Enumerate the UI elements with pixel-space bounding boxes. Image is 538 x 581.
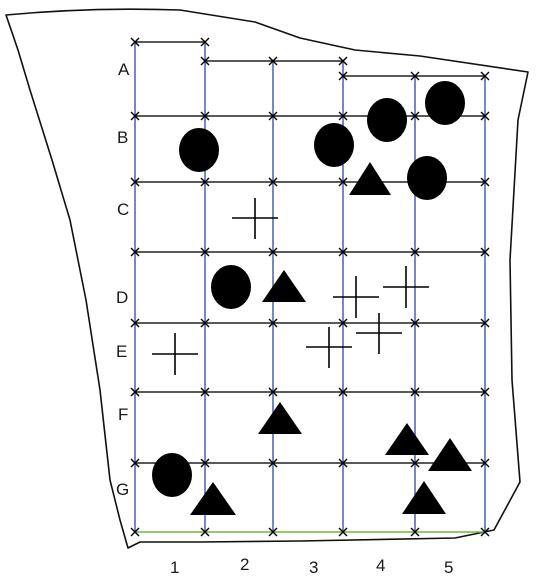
intersection-marker	[338, 111, 348, 121]
column-label-4: 4	[376, 556, 385, 575]
circle	[211, 265, 251, 309]
intersection-marker	[410, 318, 420, 328]
crosses	[152, 198, 429, 375]
intersection-marker	[130, 458, 140, 468]
intersection-marker	[410, 247, 420, 257]
circle	[152, 453, 192, 497]
intersection-marker	[200, 177, 210, 187]
intersection-marker	[480, 318, 490, 328]
intersection-markers	[130, 37, 490, 537]
cross	[232, 198, 278, 239]
intersection-marker	[200, 247, 210, 257]
row-labels: A B C D E F G	[116, 60, 130, 499]
intersection-marker	[268, 458, 278, 468]
intersection-marker	[268, 387, 278, 397]
cross	[356, 313, 402, 354]
intersection-marker	[200, 458, 210, 468]
intersection-marker	[338, 177, 348, 187]
intersection-marker	[410, 111, 420, 121]
circle	[179, 128, 219, 172]
intersection-marker	[130, 247, 140, 257]
triangles	[190, 162, 472, 515]
triangle	[190, 482, 236, 515]
intersection-marker	[410, 71, 420, 81]
intersection-marker	[268, 527, 278, 537]
intersection-marker	[480, 177, 490, 187]
row-label-a: A	[118, 60, 130, 79]
triangle	[402, 481, 446, 514]
intersection-marker	[338, 71, 348, 81]
column-label-2: 2	[240, 555, 249, 574]
intersection-marker	[268, 247, 278, 257]
sheet-outline	[5, 8, 529, 549]
circle	[314, 123, 354, 167]
intersection-marker	[338, 527, 348, 537]
triangle	[349, 162, 391, 195]
intersection-marker	[410, 387, 420, 397]
intersection-marker	[130, 37, 140, 47]
intersection-marker	[200, 318, 210, 328]
intersection-marker	[268, 56, 278, 66]
column-labels: 1 2 3 4 5	[170, 555, 453, 577]
intersection-marker	[338, 458, 348, 468]
column-label-5: 5	[444, 558, 453, 577]
intersection-marker	[338, 56, 348, 66]
cross	[306, 327, 352, 368]
intersection-marker	[410, 527, 420, 537]
row-label-c: C	[117, 200, 129, 219]
intersection-marker	[200, 387, 210, 397]
row-label-f: F	[118, 405, 128, 424]
intersection-marker	[268, 111, 278, 121]
triangle	[262, 270, 306, 302]
intersection-marker	[480, 111, 490, 121]
intersection-marker	[480, 247, 490, 257]
intersection-marker	[480, 71, 490, 81]
circle	[407, 156, 447, 200]
intersection-marker	[410, 458, 420, 468]
column-label-3: 3	[309, 558, 318, 577]
triangle	[385, 423, 429, 455]
intersection-marker	[200, 56, 210, 66]
circles	[152, 81, 465, 497]
row-label-e: E	[116, 342, 127, 361]
intersection-marker	[130, 318, 140, 328]
row-label-g: G	[116, 480, 129, 499]
circle	[367, 98, 407, 142]
intersection-marker	[268, 318, 278, 328]
cross	[333, 276, 379, 318]
intersection-marker	[130, 177, 140, 187]
row-label-b: B	[117, 128, 128, 147]
horizontal-lines	[135, 41, 485, 464]
intersection-marker	[338, 387, 348, 397]
intersection-marker	[480, 387, 490, 397]
cross	[383, 266, 429, 308]
intersection-marker	[200, 527, 210, 537]
intersection-marker	[200, 37, 210, 47]
intersection-marker	[338, 318, 348, 328]
triangle	[258, 402, 302, 434]
intersection-marker	[268, 177, 278, 187]
intersection-marker	[130, 527, 140, 537]
intersection-marker	[338, 247, 348, 257]
triangle	[428, 438, 472, 471]
intersection-marker	[480, 527, 490, 537]
row-label-d: D	[116, 288, 128, 307]
intersection-marker	[130, 387, 140, 397]
intersection-marker	[200, 111, 210, 121]
intersection-marker	[480, 458, 490, 468]
cross	[152, 333, 198, 375]
column-label-1: 1	[170, 558, 179, 577]
circle	[425, 81, 465, 125]
intersection-marker	[130, 111, 140, 121]
